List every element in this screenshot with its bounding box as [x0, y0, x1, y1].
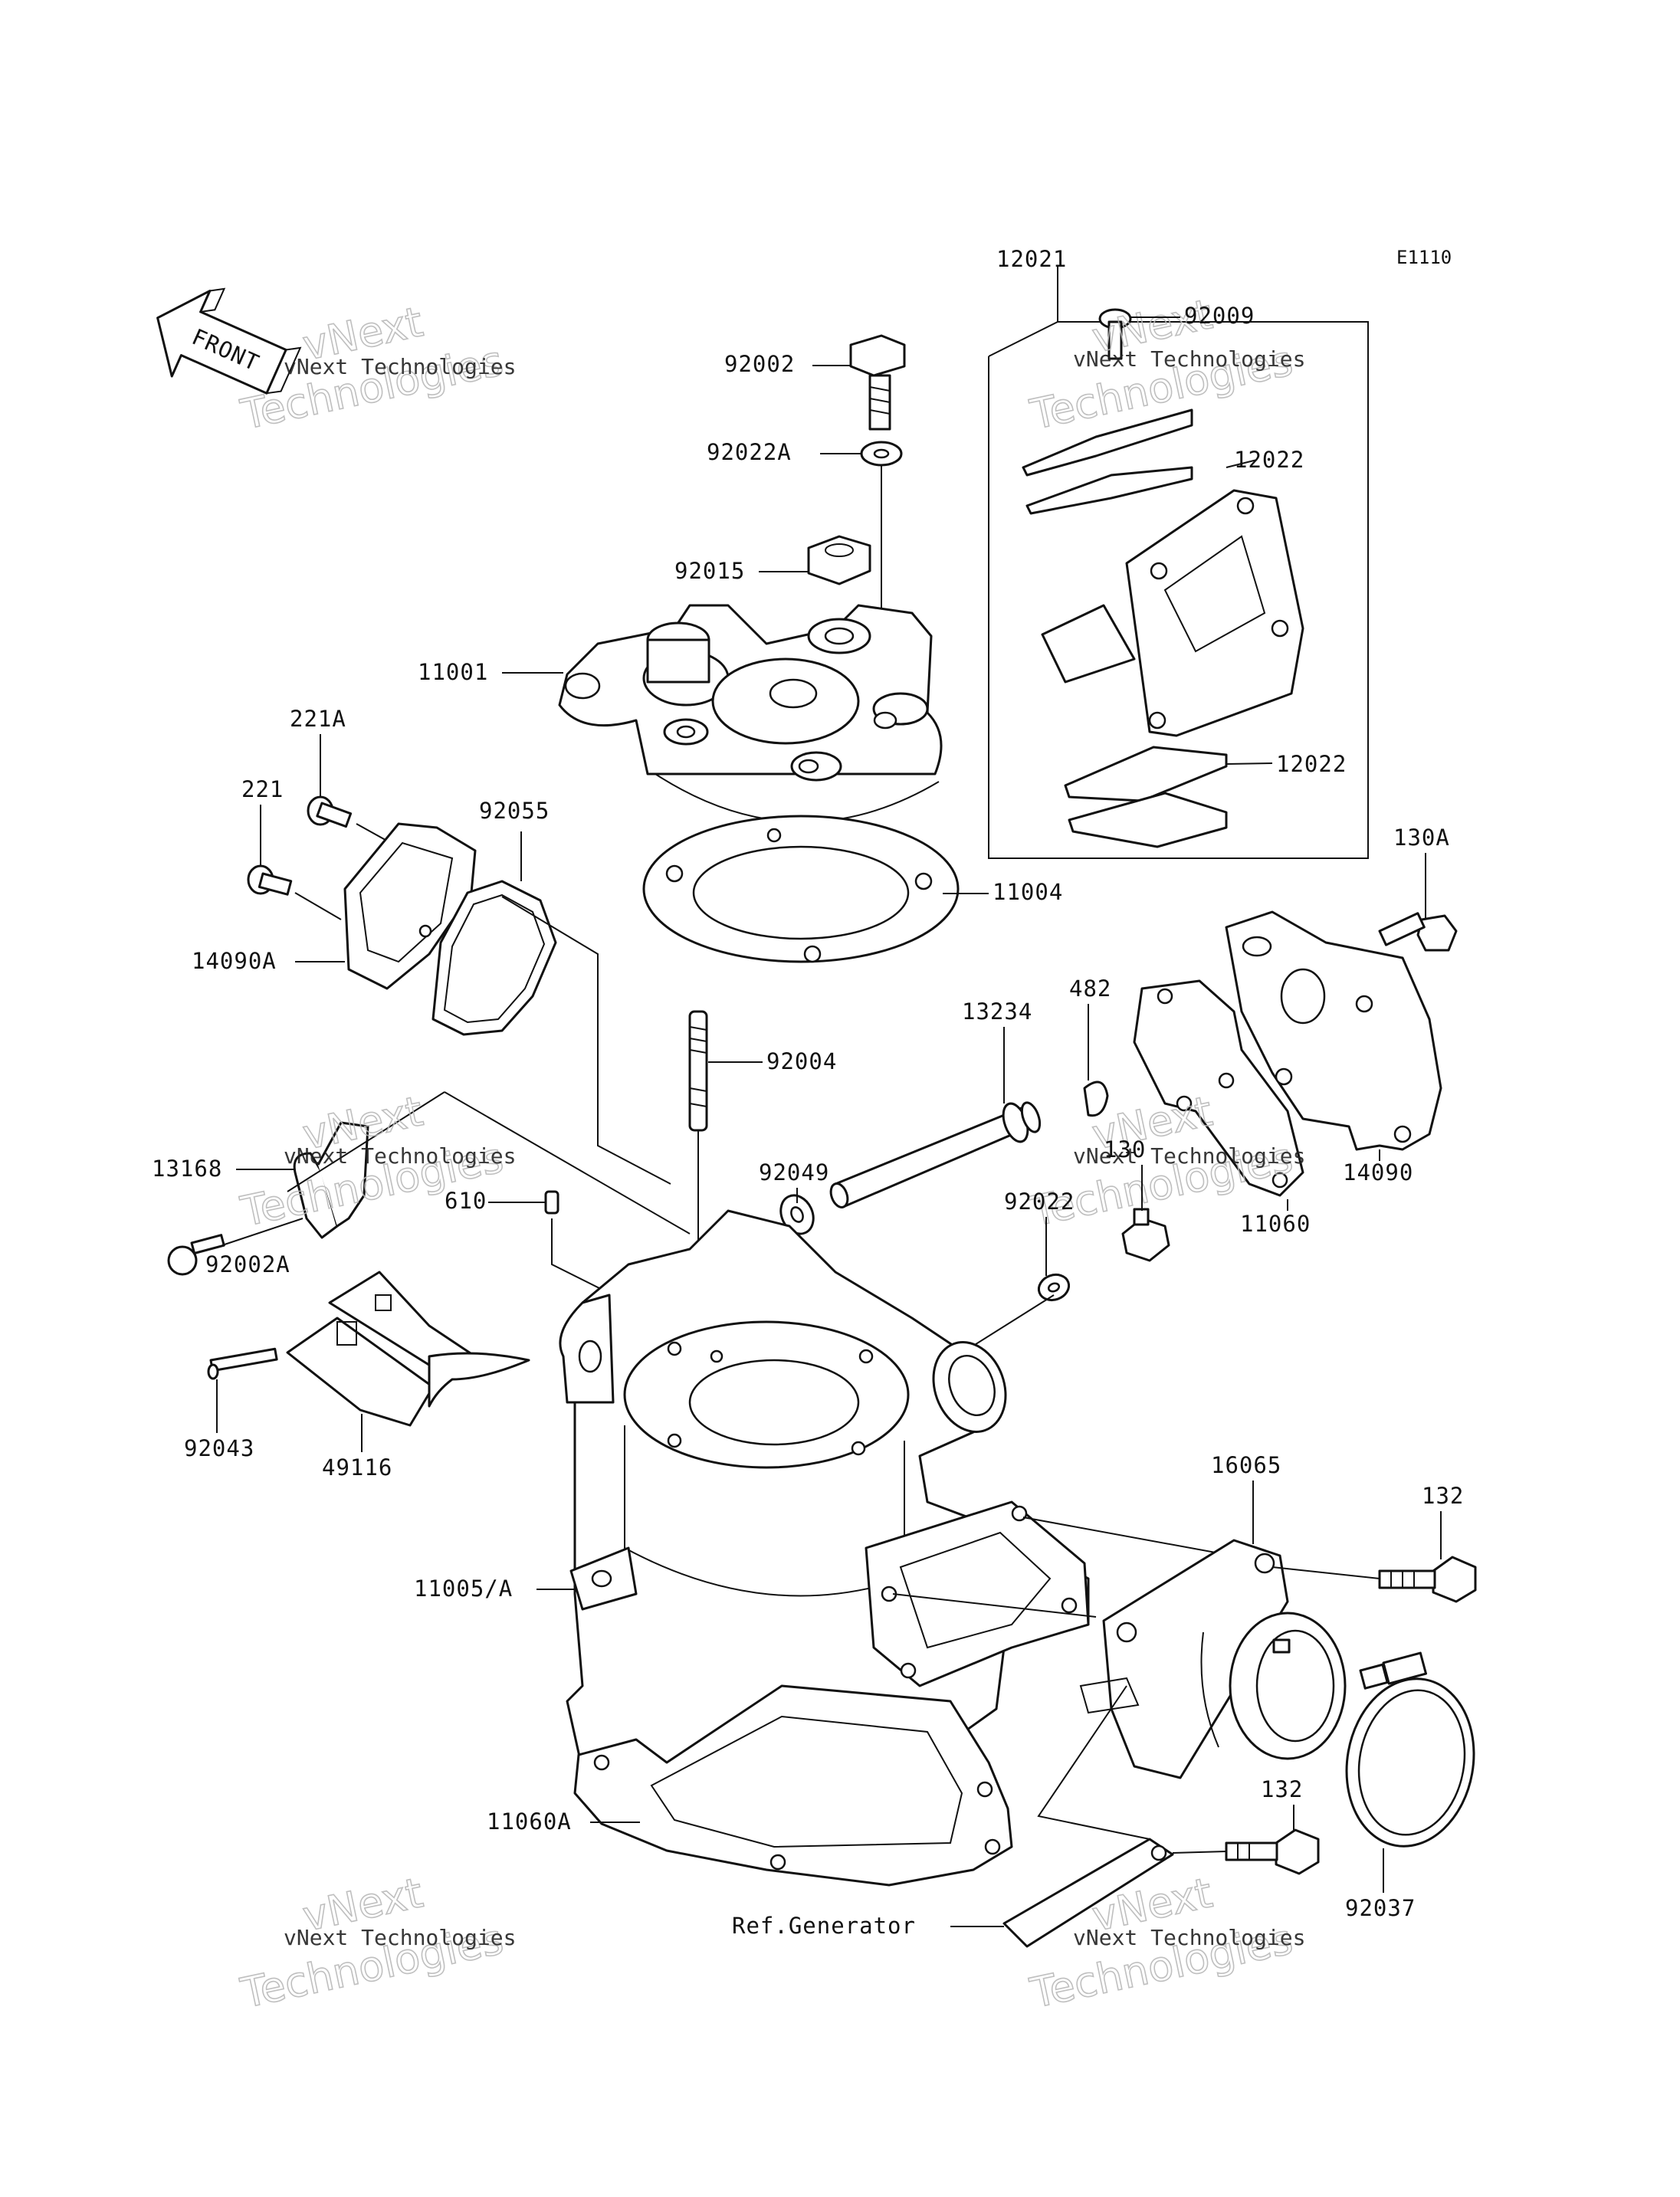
clip-482-icon	[1083, 1080, 1109, 1117]
ref-generator-plate	[1002, 1838, 1174, 1948]
label-92037: 92037	[1345, 1895, 1416, 1921]
stud-92004-icon	[688, 1010, 708, 1132]
label-130A: 130A	[1393, 825, 1450, 851]
label-482: 482	[1069, 976, 1111, 1002]
shaft-13234	[829, 1101, 1042, 1208]
head-gasket-11004	[642, 815, 960, 963]
bolt-221-icon	[247, 864, 293, 896]
label-14090A: 14090A	[192, 948, 277, 974]
label-12022-upper: 12022	[1234, 447, 1304, 473]
label-49116: 49116	[322, 1454, 392, 1481]
svg-text:vNext Technologies: vNext Technologies	[1073, 1143, 1305, 1169]
label-92043: 92043	[184, 1435, 254, 1461]
nut-92015-icon	[807, 535, 871, 585]
label-11060: 11060	[1240, 1211, 1311, 1237]
label-11004: 11004	[993, 879, 1063, 905]
label-130: 130	[1104, 1136, 1146, 1162]
screw-92009-icon	[1098, 308, 1132, 360]
label-16065: 16065	[1211, 1452, 1281, 1478]
cylinder-11005	[559, 1209, 1090, 1779]
bolt-132-icon	[1378, 1556, 1477, 1603]
label-92002A: 92002A	[205, 1251, 290, 1277]
label-13168: 13168	[152, 1156, 222, 1182]
label-12021: 12021	[996, 246, 1067, 272]
label-13234: 13234	[962, 998, 1032, 1025]
label-92022A: 92022A	[707, 439, 792, 465]
gasket-92055	[431, 880, 557, 1036]
watermark-bottom-left: vNext Technologies vNext Technologies	[236, 1867, 517, 2018]
label-92004: 92004	[766, 1048, 837, 1074]
bolt-221A-icon	[307, 795, 353, 828]
label-132-upper: 132	[1422, 1483, 1464, 1509]
part-labels: 12021 92009 12022 12022 92002 92022A 920…	[152, 246, 1464, 1939]
label-92055: 92055	[479, 798, 550, 824]
washer-92022-icon	[1037, 1273, 1071, 1302]
cover-14090	[1225, 910, 1442, 1151]
label-92049: 92049	[759, 1159, 829, 1185]
label-14090: 14090	[1343, 1159, 1413, 1185]
diagram-code: E1110	[1396, 247, 1452, 268]
svg-text:vNext Technologies: vNext Technologies	[1073, 1925, 1305, 1950]
pin-92043-icon	[207, 1347, 278, 1380]
label-610: 610	[445, 1188, 487, 1214]
bolt-92002-icon	[849, 334, 906, 431]
label-221A: 221A	[290, 706, 346, 732]
pin-610-icon	[544, 1190, 559, 1215]
bolt-130-icon	[1121, 1208, 1170, 1262]
washer-92022A-icon	[860, 441, 903, 467]
label-12022-lower: 12022	[1276, 751, 1347, 777]
bolt-92002A-icon	[167, 1234, 225, 1276]
bolt-132-lower-icon	[1225, 1828, 1320, 1875]
gasket-11060	[1133, 979, 1304, 1197]
label-11005A: 11005/A	[414, 1576, 513, 1602]
bolt-130A-icon	[1378, 912, 1458, 952]
clamp-92037-icon	[1345, 1651, 1475, 1848]
cylinder-head	[558, 604, 943, 823]
washer-92049-icon	[779, 1194, 815, 1235]
intake-manifold-16065	[1079, 1539, 1347, 1779]
reed-valve-assembly-box	[988, 267, 1369, 859]
label-11001: 11001	[418, 659, 488, 685]
label-132-lower: 132	[1261, 1776, 1303, 1802]
label-ref-generator: Ref.Generator	[732, 1913, 916, 1939]
label-92002: 92002	[724, 351, 795, 377]
svg-text:vNext Technologies: vNext Technologies	[284, 354, 516, 379]
label-92009: 92009	[1184, 303, 1255, 329]
label-92022: 92022	[1004, 1189, 1075, 1215]
svg-text:vNext Technologies: vNext Technologies	[1073, 346, 1305, 372]
label-92015: 92015	[674, 558, 745, 584]
label-221: 221	[241, 776, 284, 802]
base-gasket-11060A	[573, 1684, 1013, 1887]
valve-49116	[286, 1271, 530, 1427]
svg-text:vNext Technologies: vNext Technologies	[284, 1143, 516, 1169]
label-11060A: 11060A	[487, 1808, 572, 1835]
svg-text:vNext Technologies: vNext Technologies	[284, 1925, 516, 1950]
